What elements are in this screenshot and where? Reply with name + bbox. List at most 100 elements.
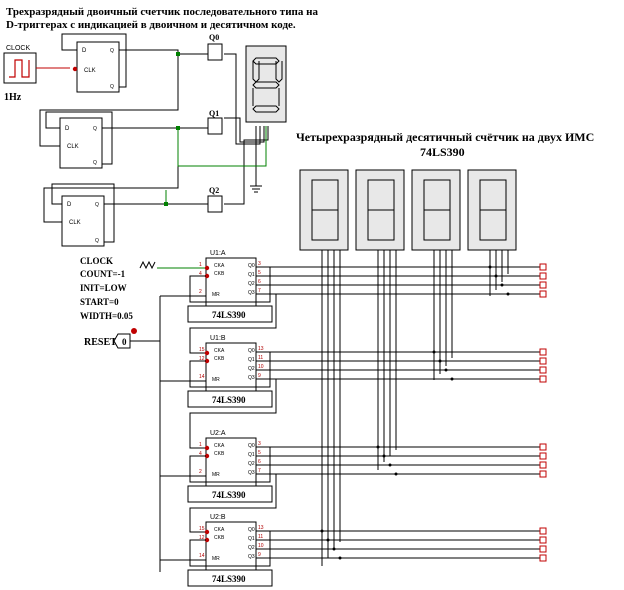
- pin-q2: Q2: [248, 461, 255, 467]
- q2-label: Q2: [209, 186, 219, 195]
- reset-label: RESET: [84, 337, 117, 348]
- decimal-7seg-displays: [299, 169, 517, 251]
- pin-num: 9: [258, 373, 261, 379]
- pin-q2: Q2: [248, 366, 255, 372]
- output-connector: [539, 375, 547, 383]
- pin-q3: Q3: [248, 470, 255, 476]
- ff1-clk-pin: CLK: [84, 68, 96, 74]
- pin-cka: CKA: [214, 263, 225, 269]
- pin-num-ca: 15: [199, 347, 205, 353]
- q1-label: Q1: [209, 109, 219, 118]
- output-bus: [321, 250, 509, 566]
- pin-ckb: CKB: [214, 451, 225, 457]
- ff-wiring: [39, 33, 269, 243]
- output-connector: [539, 357, 547, 365]
- pin-num: 10: [258, 543, 264, 549]
- pin-q2: Q2: [248, 545, 255, 551]
- pin-q1: Q1: [248, 272, 255, 278]
- pin-num-mr: 2: [199, 469, 202, 475]
- pin-num: 13: [258, 525, 264, 531]
- pin-q2: Q2: [248, 281, 255, 287]
- ff1-q-pin: Q: [110, 48, 114, 54]
- ff2-d-pin: D: [65, 126, 70, 132]
- chip-part: 74LS390: [212, 490, 246, 500]
- display-digit-1: [299, 169, 349, 251]
- pin-q0: Q0: [248, 348, 255, 354]
- chip-part: 74LS390: [212, 395, 246, 405]
- output-connector: [539, 366, 547, 374]
- d-flipflop-2[interactable]: D CLK Q Q: [59, 117, 103, 169]
- pin-num: 3: [258, 441, 261, 447]
- pin-num-ca: 1: [199, 442, 202, 448]
- chip-ref: U2:B: [210, 514, 226, 521]
- d-flipflop-3[interactable]: D CLK Q Q: [61, 195, 105, 247]
- title-right-2: 74LS390: [420, 145, 465, 159]
- chip-ref: U2:A: [210, 430, 226, 437]
- pin-num: 11: [258, 355, 263, 361]
- clock-generator-2[interactable]: [139, 260, 206, 270]
- pin-num: 5: [258, 450, 261, 456]
- pin-num: 3: [258, 261, 261, 267]
- pin-num-ca: 15: [199, 526, 205, 532]
- pin-num-mr: 14: [199, 374, 205, 380]
- pin-num: 5: [258, 270, 261, 276]
- reset-value: 0: [122, 337, 127, 347]
- pin-q3: Q3: [248, 290, 255, 296]
- pin-num-mr: 2: [199, 289, 202, 295]
- pin-num-mr: 14: [199, 553, 205, 559]
- output-connector: [539, 470, 547, 478]
- pin-cka: CKA: [214, 348, 225, 354]
- pin-ckb: CKB: [214, 356, 225, 362]
- pin-num: 7: [258, 468, 261, 474]
- clock-param-1: COUNT=-1: [80, 269, 126, 279]
- output-connector: [539, 536, 547, 544]
- title-left-1: Трехразрядный двоичный счетчик последова…: [6, 6, 318, 18]
- pin-num-cb: 12: [199, 535, 205, 541]
- pin-q1: Q1: [248, 357, 255, 363]
- binary-7seg-display: [245, 45, 287, 123]
- reset-bus: [159, 295, 206, 572]
- pin-num: 11: [258, 534, 263, 540]
- ff3-q-pin: Q: [95, 202, 99, 208]
- pin-cka: CKA: [214, 527, 225, 533]
- output-connector: [539, 527, 547, 535]
- reset-switch[interactable]: RESET 0: [84, 328, 160, 349]
- pin-num: 6: [258, 459, 261, 465]
- q0-label: Q0: [209, 33, 219, 42]
- clock-param-0: CLOCK: [80, 256, 113, 266]
- output-connector: [539, 554, 547, 562]
- pin-num: 10: [258, 364, 264, 370]
- pin-q3: Q3: [248, 375, 255, 381]
- pin-num-cb: 12: [199, 356, 205, 362]
- pin-q1: Q1: [248, 536, 255, 542]
- ff2-qbar-pin: Q: [93, 160, 97, 166]
- chip-part: 74LS390: [212, 310, 246, 320]
- title-left-2: D-триггерах с индикацией в двоичном и де…: [6, 19, 296, 31]
- ff2-clk-pin: CLK: [67, 144, 79, 150]
- pin-ckb: CKB: [214, 535, 225, 541]
- pin-ckb: CKB: [214, 271, 225, 277]
- output-connector: [539, 281, 547, 289]
- output-connector: [539, 272, 547, 280]
- ff-green-wires: [165, 126, 267, 204]
- title-right-1: Четырехразрядный десятичный счётчик на д…: [296, 130, 594, 144]
- q-probes: Q0 Q1 Q2: [207, 33, 223, 213]
- right-connectors: [539, 263, 547, 562]
- output-connector: [539, 443, 547, 451]
- pin-num: 9: [258, 552, 261, 558]
- pin-mr: MR: [212, 377, 220, 383]
- pin-cka: CKA: [214, 443, 225, 449]
- pin-q0: Q0: [248, 527, 255, 533]
- ff1-qbar-pin: Q: [110, 84, 114, 90]
- clock-generator[interactable]: CLOCK 1Hz: [3, 45, 70, 103]
- pin-num-cb: 4: [199, 271, 202, 277]
- d-flipflop-1[interactable]: D CLK Q Q: [72, 41, 120, 93]
- pin-num-ca: 1: [199, 262, 202, 268]
